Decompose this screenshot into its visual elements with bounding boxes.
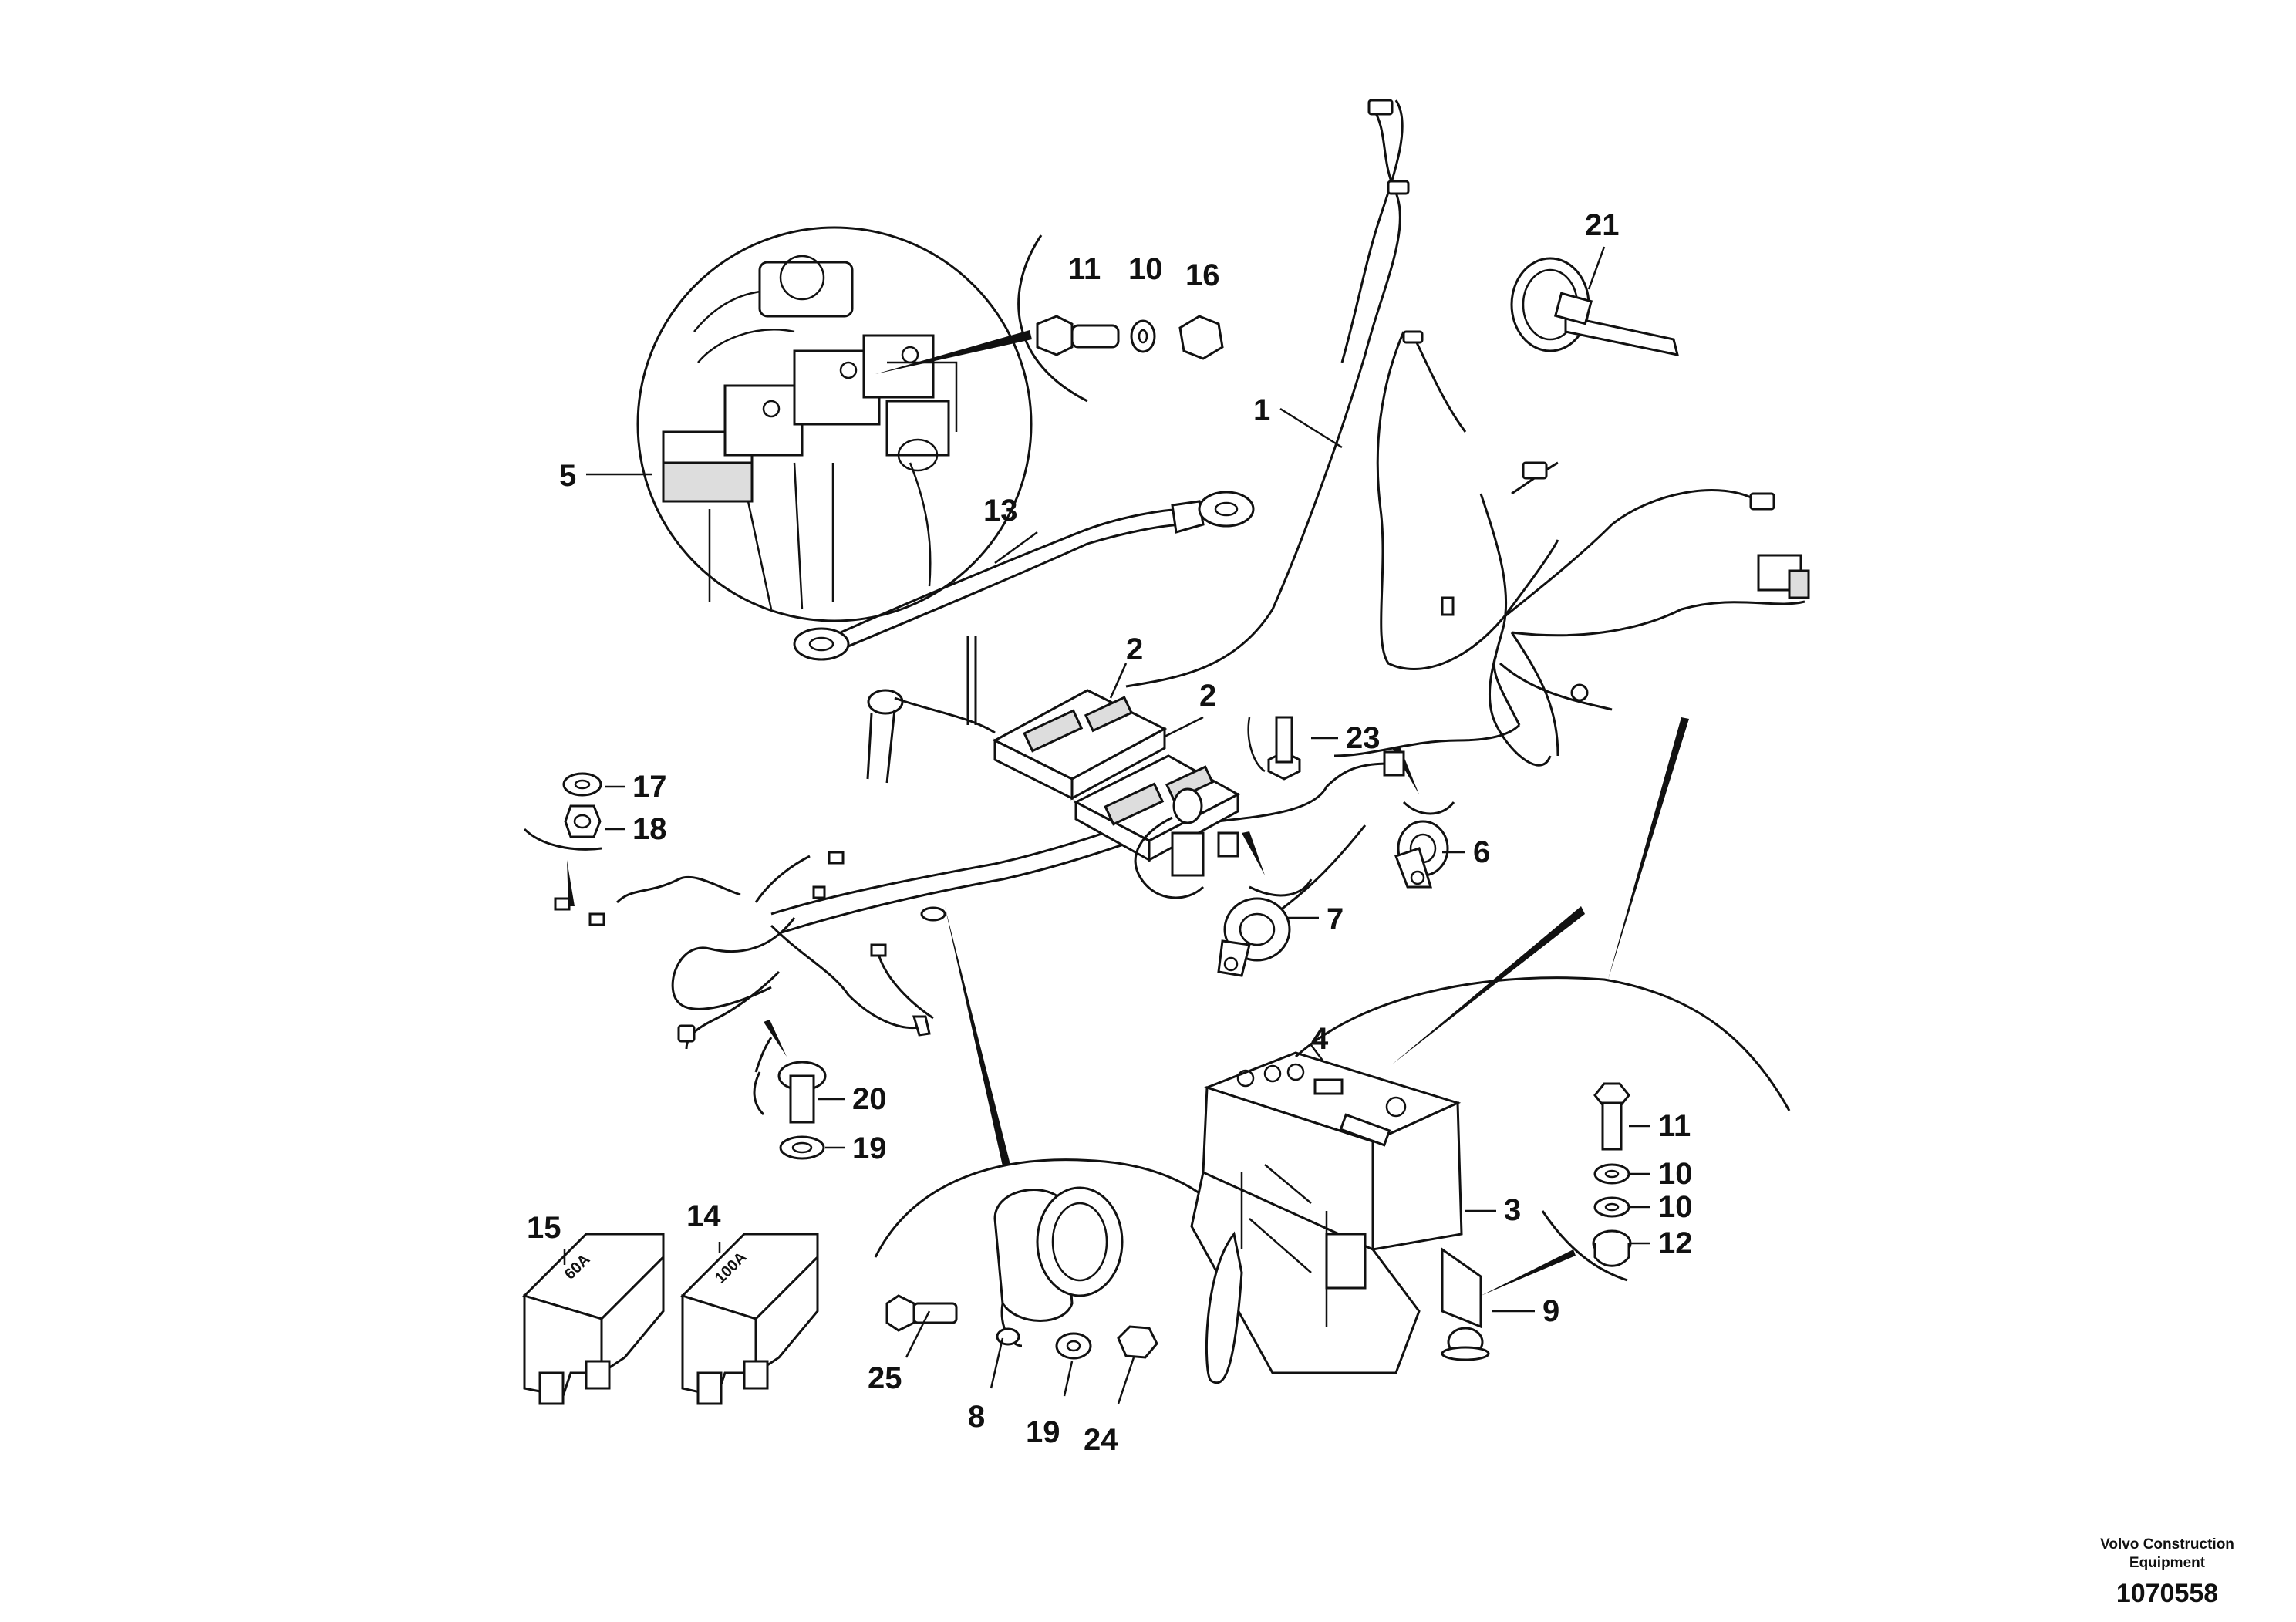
callout-11a: 11 [1068, 252, 1101, 286]
callout-21: 21 [1585, 208, 1620, 242]
callout-7: 7 [1327, 902, 1344, 936]
clamp-7-part [1217, 831, 1313, 977]
bolt-23-part [1247, 716, 1301, 781]
callout-25: 25 [868, 1361, 902, 1395]
callout-23: 23 [1346, 721, 1381, 755]
callout-3: 3 [1504, 1193, 1521, 1227]
callout-6: 6 [1473, 835, 1490, 869]
callout-11b: 11 [1658, 1109, 1691, 1143]
callout-labels: 1 2 2 3 4 5 6 7 8 9 11 10 16 21 13 23 17… [527, 208, 1693, 1457]
callout-16: 16 [1185, 258, 1220, 292]
callout-10a: 10 [1128, 252, 1163, 286]
callout-14: 14 [686, 1199, 721, 1233]
callout-2b: 2 [1199, 679, 1216, 713]
leader-lines [563, 246, 1650, 1404]
callout-1: 1 [1253, 393, 1270, 427]
ecu-units [866, 636, 1241, 899]
fuse-100a: 100A [680, 1233, 819, 1405]
callout-24: 24 [1084, 1423, 1118, 1457]
clip-detail-view [874, 906, 1228, 1360]
callout-12: 12 [1658, 1226, 1693, 1260]
callout-10c: 10 [1658, 1190, 1693, 1224]
callout-19a: 19 [852, 1131, 887, 1165]
cable-tie-21 [1510, 257, 1680, 356]
battery-cable [793, 491, 1255, 661]
bolt-group-right [1294, 717, 1791, 1296]
callout-19b: 19 [1026, 1415, 1060, 1449]
harness-connectors [554, 99, 1810, 1043]
callout-2a: 2 [1126, 632, 1143, 666]
callout-15: 15 [527, 1211, 561, 1245]
callout-5: 5 [559, 459, 576, 493]
company-name-line2: Equipment [2129, 1555, 2206, 1571]
nut-washer-17-18 [523, 772, 602, 906]
callout-18: 18 [632, 812, 667, 846]
detail-pointer [875, 330, 1032, 374]
drawing-number: 1070558 [2116, 1579, 2218, 1608]
fuse-60a: 60A [522, 1233, 665, 1405]
callout-13: 13 [983, 494, 1018, 528]
callout-8: 8 [968, 1400, 985, 1434]
relay-detail-view [636, 226, 1033, 622]
clamp-6-part [1383, 747, 1455, 889]
main-harness [615, 99, 1805, 1050]
detail-arc [1017, 234, 1088, 403]
footer-block: Volvo Construction Equipment 1070558 [2100, 1536, 2234, 1608]
callout-9: 9 [1542, 1294, 1559, 1328]
callout-10b: 10 [1658, 1157, 1693, 1191]
callout-4: 4 [1311, 1022, 1329, 1056]
bolt-group-top [1036, 315, 1224, 360]
bolt-washer-20-19 [753, 1020, 827, 1160]
callout-17: 17 [632, 770, 667, 804]
callout-20: 20 [852, 1082, 887, 1116]
company-name-line1: Volvo Construction [2100, 1536, 2234, 1553]
fuse-box-assembly [1190, 906, 1585, 1384]
